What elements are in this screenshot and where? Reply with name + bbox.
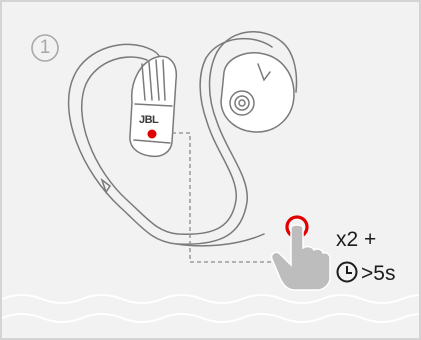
pointing-hand-icon: [272, 225, 330, 290]
leader-line: [172, 133, 280, 262]
clock-icon: [338, 263, 357, 282]
press-count-text: x2 +: [336, 228, 376, 252]
step-number-label: 1: [40, 37, 51, 58]
earphones-illustration: [69, 32, 297, 246]
hold-duration-text: >5s: [361, 262, 395, 286]
wave-decoration: [2, 295, 421, 322]
step-number: 1: [34, 37, 56, 59]
brand-logo: JBL: [139, 114, 158, 126]
red-indicator-dot: [148, 130, 157, 139]
